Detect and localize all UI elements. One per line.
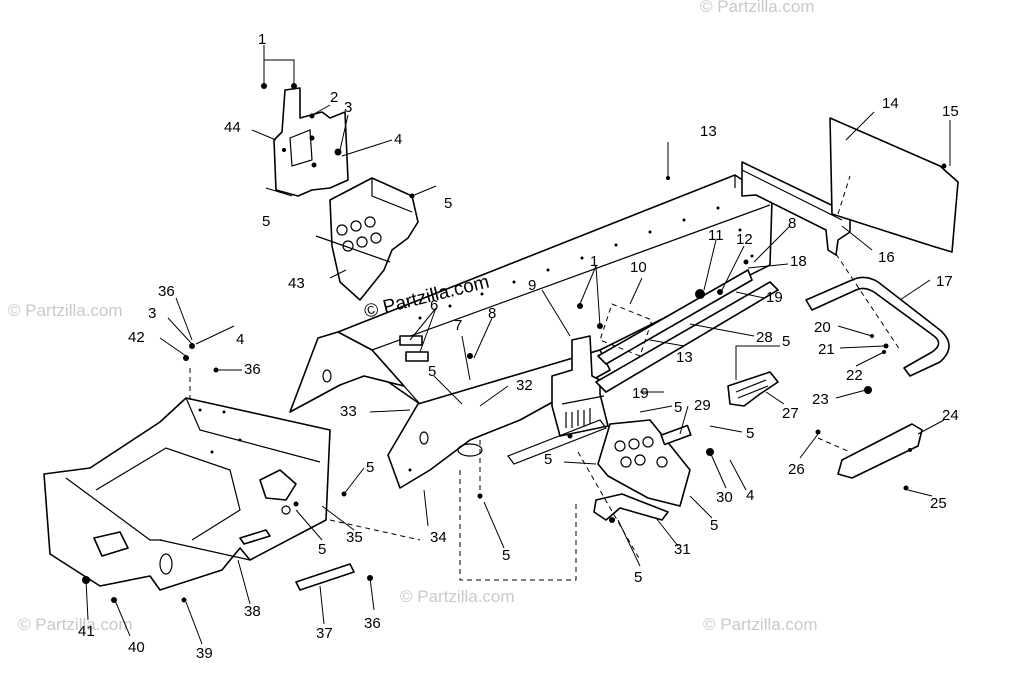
callout-5: 5: [444, 195, 452, 212]
watermark-bottom-center: © Partzilla.com: [400, 587, 515, 606]
callout-5: 5: [674, 399, 682, 416]
callout-3: 3: [344, 99, 352, 116]
callout-36: 36: [364, 615, 381, 632]
callout-36: 36: [158, 283, 175, 300]
callout-8: 8: [788, 215, 796, 232]
callout-42: 42: [128, 329, 145, 346]
callout-5: 5: [502, 547, 510, 564]
callout-28: 28: [756, 329, 773, 346]
callout-30: 30: [716, 489, 733, 506]
callout-10: 10: [630, 259, 647, 276]
callout-26: 26: [788, 461, 805, 478]
flap-mount-16: [741, 161, 851, 256]
callout-5: 5: [634, 569, 642, 586]
callout-41: 41: [78, 623, 95, 640]
callout-17: 17: [936, 273, 953, 290]
callout-24: 24: [942, 407, 959, 424]
callout-8: 8: [488, 305, 496, 322]
steering-post-9: [551, 335, 609, 437]
snow-flap-14: [829, 117, 959, 253]
fasteners: [82, 83, 947, 603]
callout-22: 22: [846, 367, 863, 384]
callout-18: 18: [790, 253, 807, 270]
tunnel-frame-13: [289, 174, 773, 413]
bracket-43: [315, 177, 419, 301]
watermark-top-right: © Partzilla.com: [700, 0, 815, 16]
rail-19-28: [507, 269, 779, 465]
callout-5: 5: [782, 333, 790, 350]
foot-rest-27: [727, 371, 779, 407]
callout-16: 16: [878, 249, 895, 266]
callout-19: 19: [766, 289, 783, 306]
callout-36: 36: [244, 361, 261, 378]
callout-12: 12: [736, 231, 753, 248]
callout-23: 23: [812, 391, 829, 408]
callout-4: 4: [236, 331, 244, 348]
callout-5: 5: [318, 541, 326, 558]
callout-14: 14: [882, 95, 899, 112]
callout-40: 40: [128, 639, 145, 656]
callout-21: 21: [818, 341, 835, 358]
callout-34: 34: [430, 529, 447, 546]
clip-37: [295, 563, 355, 591]
callout-32: 32: [516, 377, 533, 394]
nose-pan-38: [43, 397, 331, 591]
watermark-bottom-left: © Partzilla.com: [18, 615, 133, 634]
leader-lines: [85, 45, 951, 645]
callout-6: 6: [430, 297, 438, 314]
callout-7: 7: [454, 317, 462, 334]
callout-15: 15: [942, 103, 959, 120]
tunnel-rivets: [418, 206, 754, 320]
callout-4: 4: [746, 487, 754, 504]
callout-2: 2: [330, 89, 338, 106]
callout-44: 44: [224, 119, 241, 136]
callout-13: 13: [700, 123, 717, 140]
callout-43: 43: [288, 275, 305, 292]
hitch-plate-24: [837, 423, 923, 479]
callout-5: 5: [746, 425, 754, 442]
grab-bar-17: [805, 276, 950, 377]
bracket-44: [273, 87, 349, 197]
callout-1: 1: [590, 253, 598, 270]
callout-9: 9: [528, 277, 536, 294]
callout-labels: 1 2 3 4 44 5 5 43 6 7 8 9 1 10 11 12 13 …: [78, 31, 959, 662]
callout-39: 39: [196, 645, 213, 662]
callout-38: 38: [244, 603, 261, 620]
callout-4: 4: [394, 131, 402, 148]
watermark-bottom-right: © Partzilla.com: [703, 615, 818, 634]
callout-1: 1: [258, 31, 266, 48]
callout-5: 5: [710, 517, 718, 534]
callout-13: 13: [676, 349, 693, 366]
callout-31: 31: [674, 541, 691, 558]
callout-5: 5: [544, 451, 552, 468]
callout-33: 33: [340, 403, 357, 420]
callout-5: 5: [428, 363, 436, 380]
callout-37: 37: [316, 625, 333, 642]
callout-20: 20: [814, 319, 831, 336]
assembly-lines: [189, 175, 901, 581]
callout-29: 29: [694, 397, 711, 414]
watermark-left: © Partzilla.com: [8, 301, 123, 320]
callout-3: 3: [148, 305, 156, 322]
callout-5: 5: [262, 213, 270, 230]
callout-19: 19: [632, 385, 649, 402]
callout-5: 5: [366, 459, 374, 476]
bracket-31: [593, 424, 692, 521]
callout-11: 11: [708, 227, 724, 244]
callout-25: 25: [930, 495, 947, 512]
callout-35: 35: [346, 529, 363, 546]
callout-27: 27: [782, 405, 799, 422]
